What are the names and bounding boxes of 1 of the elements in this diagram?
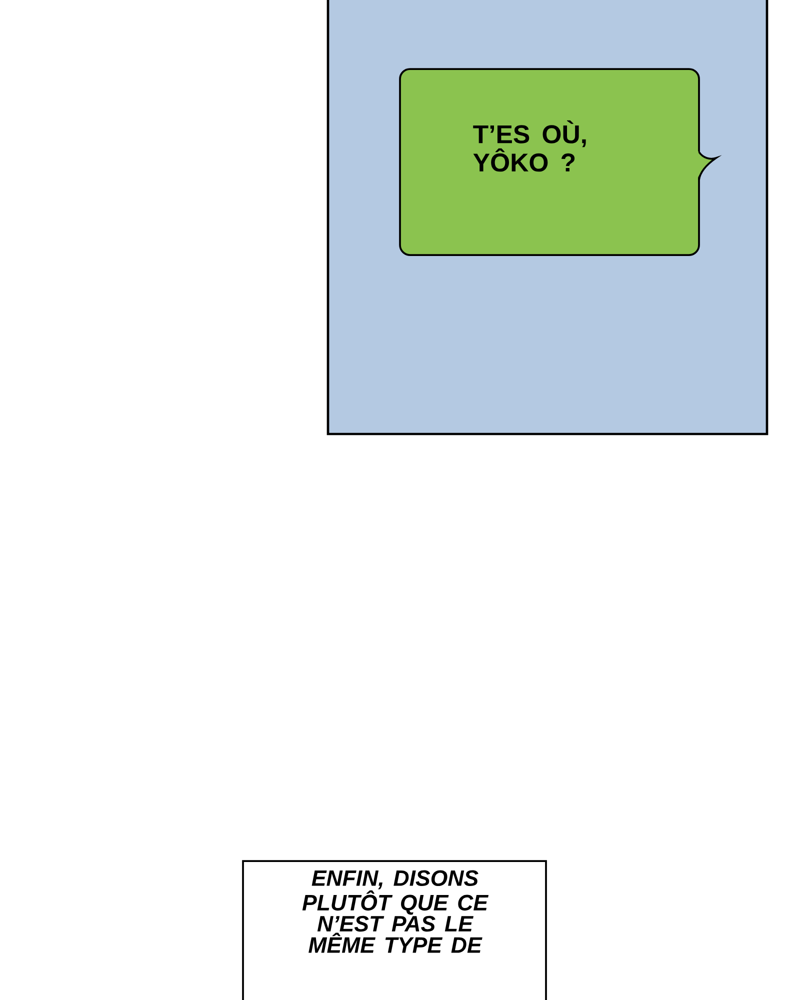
- caption-box: ENFIN, DISONS PLUTÔT QUE CE N’EST PAS LE MÊME TYPE DE: [242, 860, 547, 1000]
